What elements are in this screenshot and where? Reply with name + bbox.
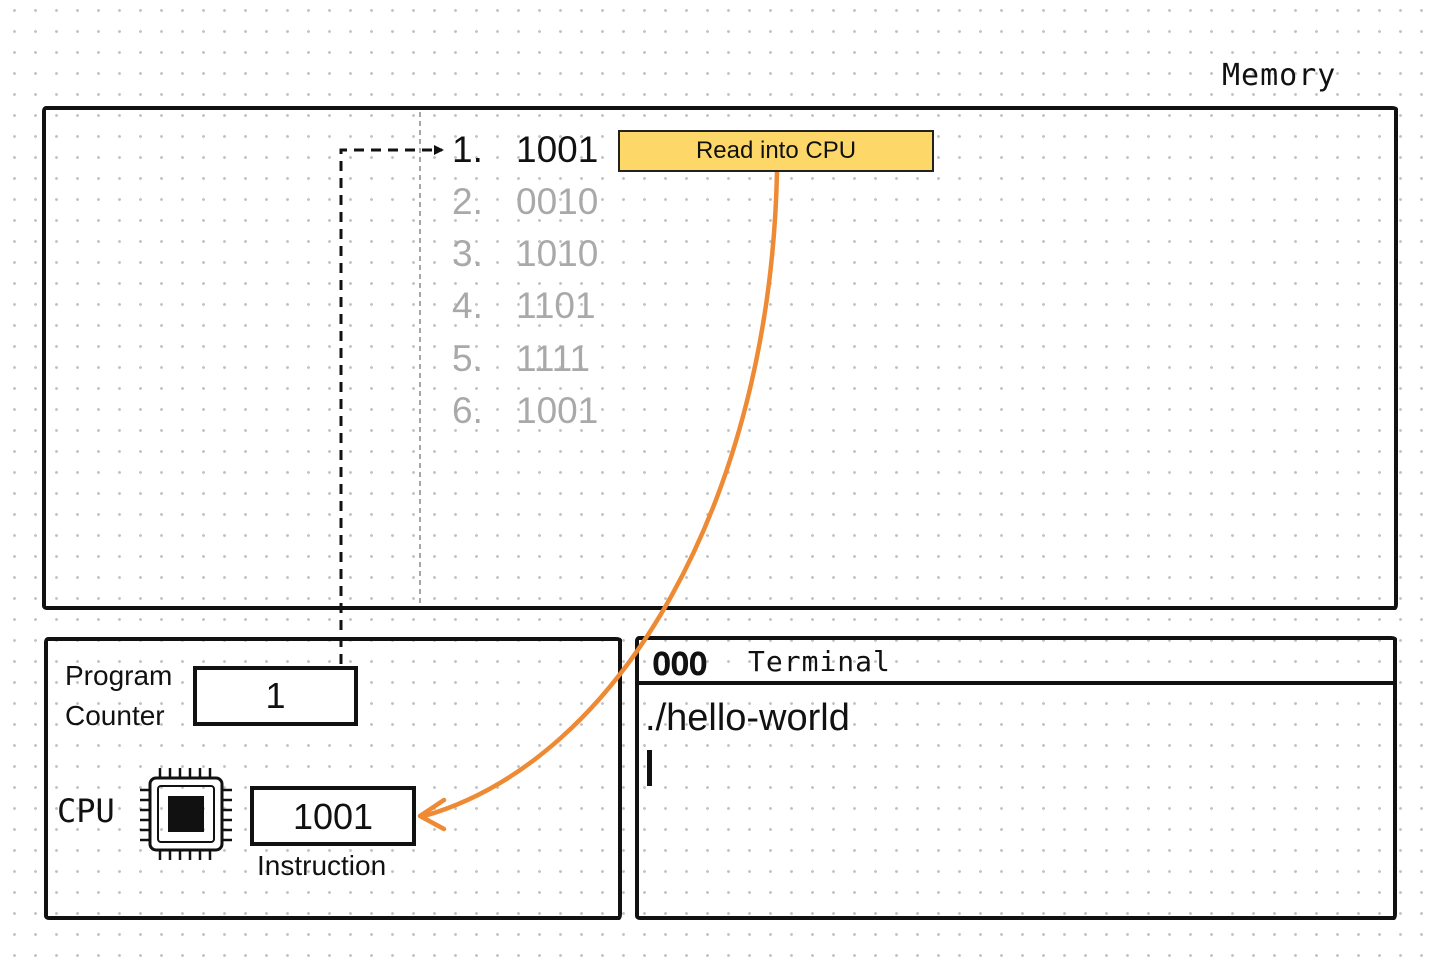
terminal-window [635,636,1397,920]
memory-row-5: 5. 1111 [452,336,590,382]
memory-row-3: 3. 1010 [452,231,598,277]
memory-row-value: 1010 [516,233,599,274]
memory-row-2: 2. 0010 [452,179,598,225]
memory-row-value: 1001 [516,129,599,170]
terminal-title: Terminal [748,645,891,678]
program-counter-label: Program Counter [65,656,172,736]
memory-label: Memory [1222,58,1337,93]
memory-row-number: 2. [452,181,483,222]
memory-row-value: 1111 [516,338,591,379]
terminal-window-buttons[interactable]: OOO [652,645,708,683]
memory-row-value: 0010 [516,181,599,222]
memory-row-value: 1101 [516,285,596,326]
terminal-cursor[interactable] [647,750,652,786]
terminal-titlebar-divider [637,681,1395,685]
memory-panel [42,106,1398,610]
memory-row-4: 4. 1101 [452,283,596,329]
cpu-label: CPU [57,792,115,830]
program-counter-label-line1: Program [65,660,173,691]
memory-row-1: 1. 1001 [452,127,598,173]
memory-row-number: 4. [452,285,483,326]
memory-row-number: 6. [452,390,483,431]
instruction-register-value: 1001 [250,786,416,846]
memory-row-number: 3. [452,233,483,274]
memory-row-value: 1001 [516,390,599,431]
read-into-cpu-callout: Read into CPU [618,130,934,172]
instruction-caption: Instruction [257,850,387,881]
terminal-command: ./hello-world [645,697,850,739]
program-counter-value: 1 [193,666,358,726]
cpu-chip-icon [140,768,232,860]
program-counter-label-line2: Counter [65,700,165,731]
memory-row-6: 6. 1001 [452,388,598,434]
memory-row-number: 5. [452,338,483,379]
memory-row-number: 1. [452,129,483,170]
